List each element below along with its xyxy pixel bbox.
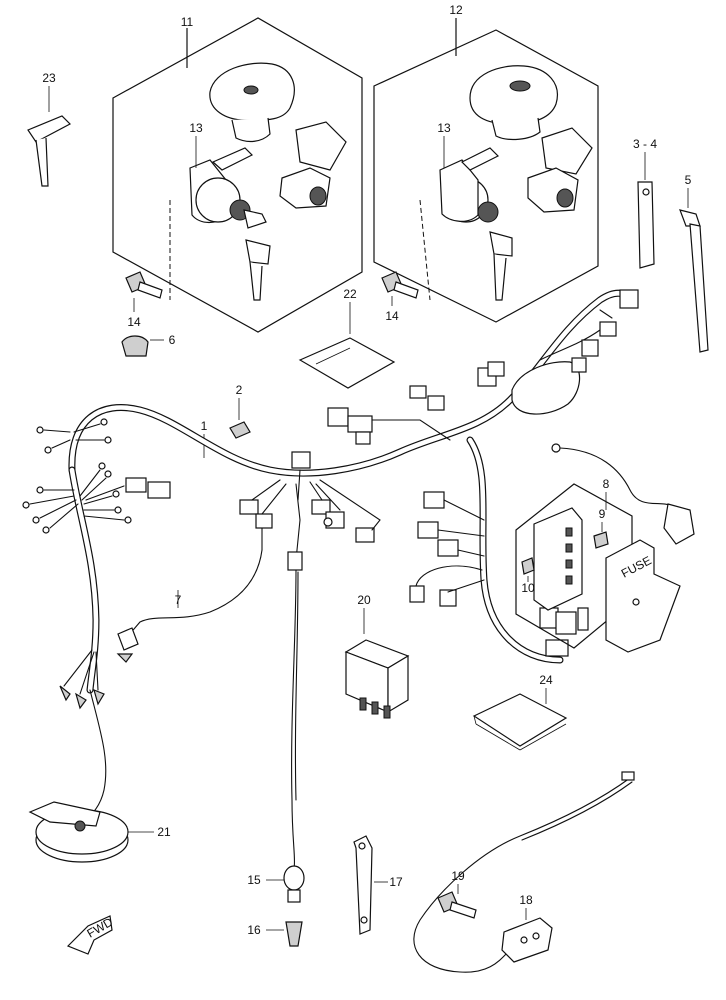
fuse-box-8: 8 FUSE 9 10	[515, 443, 695, 653]
callout-24: 24	[539, 673, 553, 687]
key-23: 23	[27, 71, 71, 187]
callout-22: 22	[343, 287, 357, 301]
clamp-2: 2	[229, 383, 251, 439]
callout-5: 5	[685, 173, 692, 187]
callout-15: 15	[247, 873, 261, 887]
callout-3-4: 3 - 4	[633, 137, 657, 151]
callout-1: 1	[201, 419, 208, 433]
callout-16: 16	[247, 923, 261, 937]
clip-6: 6	[121, 333, 176, 357]
callout-21: 21	[157, 825, 171, 839]
label-22: 22	[298, 287, 396, 389]
horn-21: 21	[28, 689, 171, 863]
callout-11: 11	[181, 15, 194, 29]
callout-12: 12	[449, 3, 463, 17]
callout-13-left: 13	[189, 121, 203, 135]
clamp-3-4: 3 - 4	[633, 137, 657, 269]
callout-2: 2	[236, 383, 243, 397]
callout-14-left: 14	[127, 315, 141, 329]
wiring-harness-1: 1	[22, 289, 639, 710]
callout-13-right: 13	[437, 121, 451, 135]
ignition-switch-set-12: 12 13 14	[373, 3, 599, 323]
cable-18: 18	[413, 771, 635, 973]
callout-8: 8	[603, 477, 610, 491]
relay-20: 20	[344, 593, 410, 719]
callout-17: 17	[389, 875, 403, 889]
bolt-19: 19	[437, 869, 477, 919]
wire-7: 7	[116, 549, 263, 663]
sensor-lead-15: 15 16	[247, 551, 305, 947]
callout-10: 10	[521, 581, 535, 595]
callout-19: 19	[451, 869, 465, 883]
bracket-17: 17	[353, 835, 403, 935]
callout-9: 9	[599, 507, 606, 521]
cable-tie-5: 5	[679, 173, 709, 353]
label-24: 24	[472, 673, 568, 751]
ignition-switch-set-11: 11 13 14	[112, 15, 363, 333]
forward-arrow: FWD	[66, 915, 115, 955]
callout-6: 6	[169, 333, 176, 347]
callout-14-right: 14	[385, 309, 399, 323]
callout-23: 23	[42, 71, 56, 85]
callout-18: 18	[519, 893, 533, 907]
callout-20: 20	[357, 593, 371, 607]
